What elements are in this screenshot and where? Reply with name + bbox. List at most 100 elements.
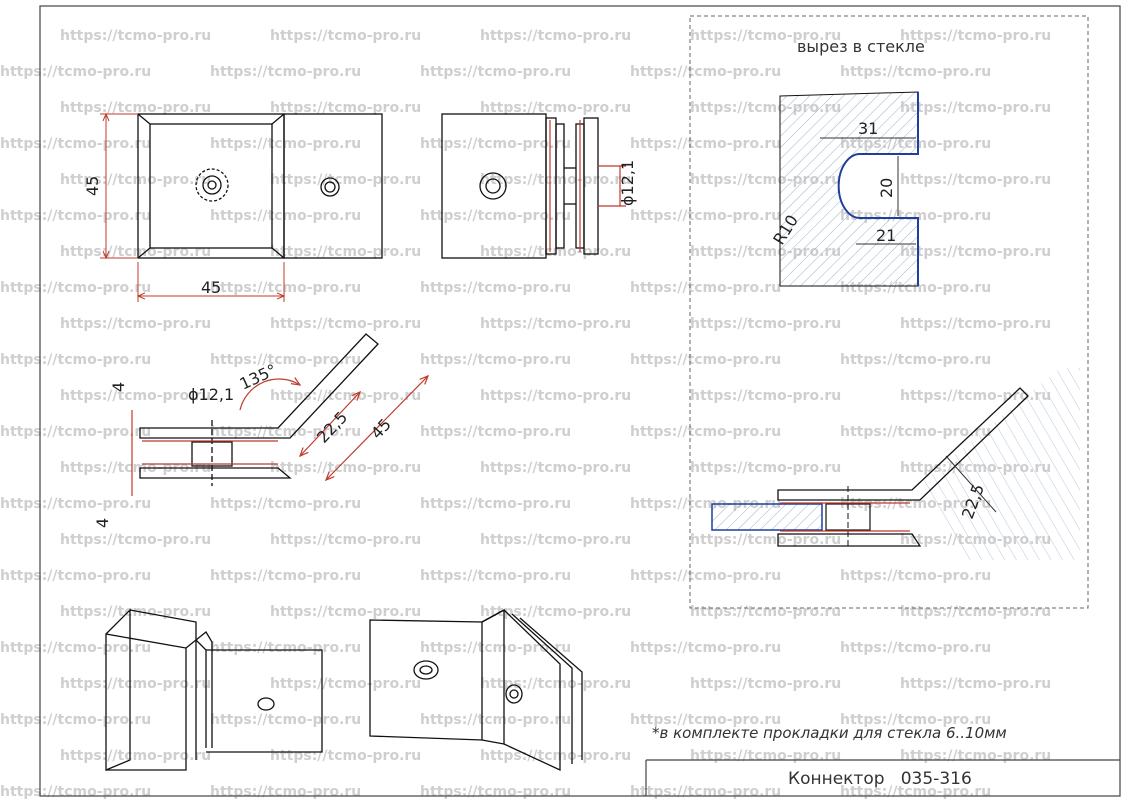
watermark-text: https://tcmo-pro.ru <box>690 676 841 692</box>
watermark-text: https://tcmo-pro.ru <box>480 316 631 332</box>
watermark-text: https://tcmo-pro.ru <box>420 640 571 656</box>
dim-bottom-diameter: ϕ12,1 <box>188 385 234 404</box>
watermark-text: https://tcmo-pro.ru <box>210 64 361 80</box>
watermark-text: https://tcmo-pro.ru <box>270 748 421 764</box>
side-view <box>441 113 599 259</box>
watermark-text: https://tcmo-pro.ru <box>60 28 211 44</box>
watermark-text: https://tcmo-pro.ru <box>480 460 631 476</box>
watermark-text: https://tcmo-pro.ru <box>0 424 151 440</box>
watermark-text: https://tcmo-pro.ru <box>840 712 991 728</box>
iso-view-left <box>105 608 323 771</box>
watermark-text: https://tcmo-pro.ru <box>630 640 781 656</box>
watermark-text: https://tcmo-pro.ru <box>60 316 211 332</box>
watermark-text: https://tcmo-pro.ru <box>690 28 841 44</box>
watermark-text: https://tcmo-pro.ru <box>60 604 211 620</box>
dim-top-width: 45 <box>201 278 221 297</box>
watermark-text: https://tcmo-pro.ru <box>210 136 361 152</box>
watermark-text: https://tcmo-pro.ru <box>270 460 421 476</box>
watermark-text: https://tcmo-pro.ru <box>0 568 151 584</box>
watermark-text: https://tcmo-pro.ru <box>210 640 361 656</box>
watermark-text: https://tcmo-pro.ru <box>0 496 151 512</box>
watermark-text: https://tcmo-pro.ru <box>420 712 571 728</box>
dim-thick-b: 4 <box>93 518 112 528</box>
watermark-text: https://tcmo-pro.ru <box>840 568 991 584</box>
watermark-text: https://tcmo-pro.ru <box>480 604 631 620</box>
watermark-text: https://tcmo-pro.ru <box>270 172 421 188</box>
watermark-text: https://tcmo-pro.ru <box>630 64 781 80</box>
watermark-text: https://tcmo-pro.ru <box>630 352 781 368</box>
watermark-text: https://tcmo-pro.ru <box>0 136 151 152</box>
watermark-text: https://tcmo-pro.ru <box>420 280 571 296</box>
watermark-text: https://tcmo-pro.ru <box>270 676 421 692</box>
watermark-text: https://tcmo-pro.ru <box>210 352 361 368</box>
watermark-text: https://tcmo-pro.ru <box>690 748 841 764</box>
watermark-text: https://tcmo-pro.ru <box>900 28 1051 44</box>
watermark-text: https://tcmo-pro.ru <box>0 784 151 800</box>
dim-cut-depth: 21 <box>876 226 896 245</box>
front-view-dims <box>100 114 284 302</box>
watermark-text: https://tcmo-pro.ru <box>210 208 361 224</box>
watermark-text: https://tcmo-pro.ru <box>840 640 991 656</box>
watermark-text: https://tcmo-pro.ru <box>0 64 151 80</box>
iso-view-right <box>369 608 583 772</box>
watermark-text: https://tcmo-pro.ru <box>420 208 571 224</box>
watermark-text: https://tcmo-pro.ru <box>690 532 841 548</box>
watermark-text: https://tcmo-pro.ru <box>60 388 211 404</box>
install-view <box>711 368 1080 560</box>
watermark-text: https://tcmo-pro.ru <box>480 676 631 692</box>
watermark-text: https://tcmo-pro.ru <box>270 28 421 44</box>
watermark-text: https://tcmo-pro.ru <box>210 712 361 728</box>
kit-note: *в комплекте прокладки для стекла 6..10м… <box>652 724 1007 742</box>
watermark-text: https://tcmo-pro.ru <box>630 424 781 440</box>
watermark-text: https://tcmo-pro.ru <box>900 676 1051 692</box>
watermark-text: https://tcmo-pro.ru <box>690 316 841 332</box>
watermark-text: https://tcmo-pro.ru <box>630 208 781 224</box>
sheet-border <box>39 5 1121 797</box>
dim-top-height: 45 <box>83 176 102 196</box>
watermark-text: https://tcmo-pro.ru <box>420 352 571 368</box>
watermark-text: https://tcmo-pro.ru <box>900 748 1051 764</box>
watermark-text: https://tcmo-pro.ru <box>210 568 361 584</box>
watermark-text: https://tcmo-pro.ru <box>420 496 571 512</box>
watermark-text: https://tcmo-pro.ru <box>60 748 211 764</box>
side-view-accent <box>549 120 626 252</box>
watermark-text: https://tcmo-pro.ru <box>60 172 211 188</box>
watermark-text: https://tcmo-pro.ru <box>0 640 151 656</box>
watermark-text: https://tcmo-pro.ru <box>270 532 421 548</box>
watermark-text: https://tcmo-pro.ru <box>270 604 421 620</box>
watermark-text: https://tcmo-pro.ru <box>630 280 781 296</box>
watermark-text: https://tcmo-pro.ru <box>690 604 841 620</box>
watermark-text: https://tcmo-pro.ru <box>900 100 1051 116</box>
watermark-text: https://tcmo-pro.ru <box>0 280 151 296</box>
watermark-text: https://tcmo-pro.ru <box>900 172 1051 188</box>
watermark-text: https://tcmo-pro.ru <box>630 712 781 728</box>
watermark-text: https://tcmo-pro.ru <box>210 784 361 800</box>
watermark-text: https://tcmo-pro.ru <box>840 64 991 80</box>
watermark-text: https://tcmo-pro.ru <box>210 496 361 512</box>
watermark-text: https://tcmo-pro.ru <box>480 748 631 764</box>
watermark-text: https://tcmo-pro.ru <box>420 64 571 80</box>
watermark-text: https://tcmo-pro.ru <box>630 784 781 800</box>
watermark-text: https://tcmo-pro.ru <box>420 136 571 152</box>
title-block-text: Коннектор 035-316 <box>788 769 972 789</box>
cutout-panel <box>689 15 1089 609</box>
watermark-text: https://tcmo-pro.ru <box>900 244 1051 260</box>
dim-thick-a: 4 <box>109 382 128 392</box>
watermark-text: https://tcmo-pro.ru <box>0 712 151 728</box>
watermark-text: https://tcmo-pro.ru <box>60 532 211 548</box>
dim-side-diameter: ϕ12,1 <box>618 160 637 206</box>
dim-full-len: 45 <box>367 415 395 443</box>
watermark-text: https://tcmo-pro.ru <box>900 604 1051 620</box>
watermark-text: https://tcmo-pro.ru <box>0 208 151 224</box>
watermark-text: https://tcmo-pro.ru <box>60 676 211 692</box>
watermark-text: https://tcmo-pro.ru <box>270 316 421 332</box>
watermark-text: https://tcmo-pro.ru <box>480 28 631 44</box>
watermark-text: https://tcmo-pro.ru <box>690 460 841 476</box>
watermark-text: https://tcmo-pro.ru <box>210 280 361 296</box>
glass-cutout <box>779 91 919 287</box>
title-block <box>645 759 1120 796</box>
watermark-text: https://tcmo-pro.ru <box>840 352 991 368</box>
watermark-text: https://tcmo-pro.ru <box>630 568 781 584</box>
watermark-text: https://tcmo-pro.ru <box>420 424 571 440</box>
